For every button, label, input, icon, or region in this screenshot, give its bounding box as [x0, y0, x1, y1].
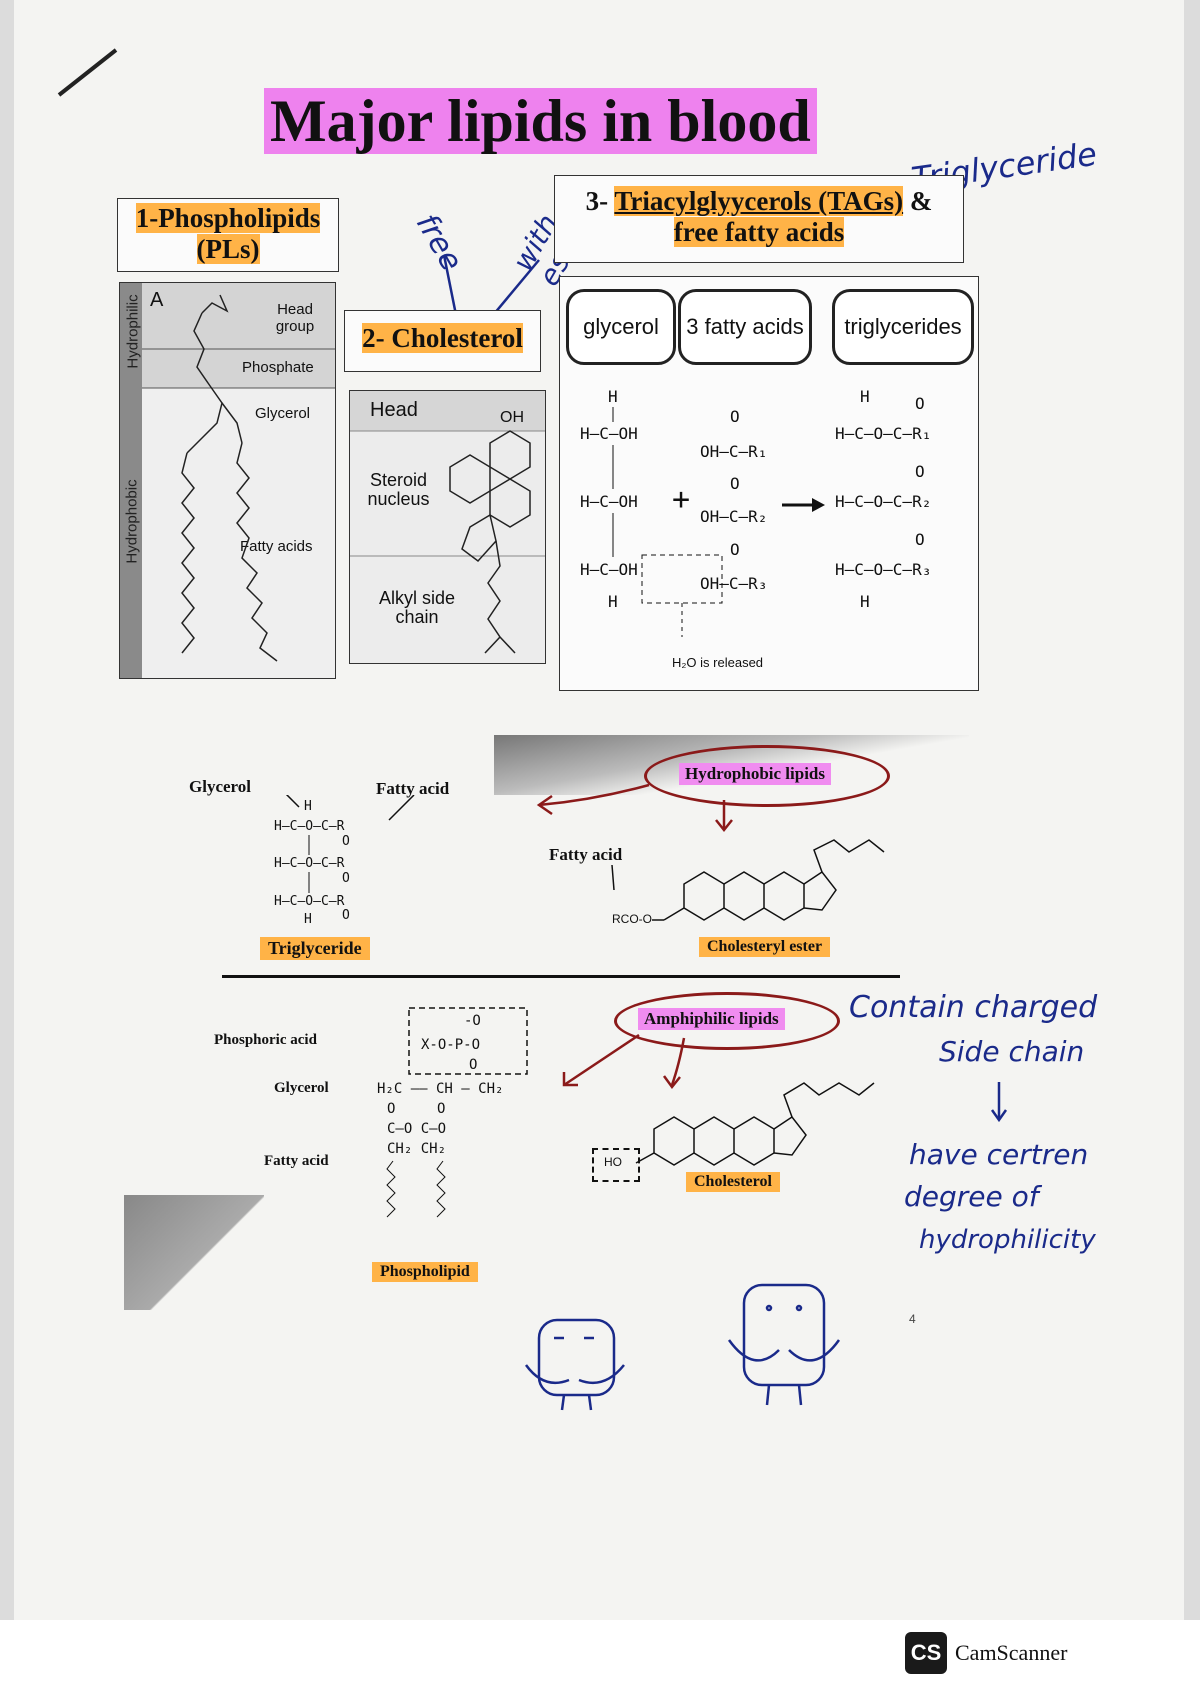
svg-text:X-O-P-O: X-O-P-O	[421, 1037, 480, 1053]
svg-text:O: O	[730, 474, 740, 493]
head-group-label: Head group	[275, 301, 315, 335]
phosphoric-acid-label: Phosphoric acid	[214, 1032, 317, 1048]
svg-text:O: O	[437, 1101, 445, 1117]
footer: CS CamScanner	[0, 1620, 1200, 1698]
svg-text:H–C–O–C–R₃: H–C–O–C–R₃	[835, 560, 931, 579]
ho-box	[592, 1148, 640, 1182]
svg-text:H–C–OH: H–C–OH	[580, 560, 638, 579]
svg-text:OH–C–R₂: OH–C–R₂	[700, 507, 767, 526]
svg-text:O: O	[387, 1101, 395, 1117]
svg-text:H: H	[304, 912, 312, 927]
svg-text:C–O C–O: C–O C–O	[387, 1121, 446, 1137]
cholesterol-structure	[350, 430, 545, 654]
triglyceride-formation-figure: glycerol 3 fatty acids triglycerides H H…	[559, 276, 979, 691]
cholesteryl-ester-caption: Cholesteryl ester	[699, 937, 831, 957]
hydrophobic-circle	[644, 745, 890, 807]
svg-text:H: H	[304, 799, 312, 814]
hydrophilic-label: Hydrophilic	[124, 294, 142, 369]
svg-text:O: O	[342, 871, 350, 886]
page-number: 4	[909, 1312, 916, 1326]
svg-text:OH–C–R₃: OH–C–R₃	[700, 574, 767, 593]
oh-label: OH	[500, 409, 524, 426]
svg-text:O: O	[915, 530, 925, 549]
svg-text:-O: -O	[464, 1013, 481, 1029]
cholesteryl-ester-structure	[611, 839, 885, 921]
camscanner-brand: CamScanner	[955, 1640, 1068, 1665]
pl-glycerol-label: Glycerol	[274, 1080, 329, 1096]
phosphate-label: Phosphate	[242, 359, 314, 376]
svg-text:H₂C —— CH – CH₂: H₂C —— CH – CH₂	[377, 1081, 503, 1097]
ho-label: HO	[604, 1155, 622, 1169]
pen-mark	[57, 48, 118, 97]
fatty-acids-pill: 3 fatty acids	[678, 289, 812, 365]
note-line-1: Contain charged	[849, 990, 1098, 1025]
note-arrow	[990, 1082, 1008, 1123]
svg-text:CH₂ CH₂: CH₂ CH₂	[387, 1141, 446, 1157]
svg-text:H–C–OH: H–C–OH	[580, 424, 638, 443]
tg-fatty-acid-label: Fatty acid	[376, 779, 450, 798]
svg-text:H: H	[860, 592, 870, 611]
triglycerides-pill: triglycerides	[832, 289, 974, 365]
tags-heading: 3- Triacylglyycerols (TAGs) & free fatty…	[554, 175, 964, 263]
svg-text:O: O	[469, 1057, 477, 1073]
svg-text:O: O	[915, 462, 925, 481]
svg-text:O: O	[730, 407, 740, 426]
hydrophobic-arrows	[536, 783, 733, 833]
svg-text:O: O	[730, 540, 740, 559]
panel-letter: A	[150, 289, 164, 311]
phospholipids-heading: 1-Phospholipids (PLs)	[117, 198, 339, 272]
cholesterol-structure-small	[635, 1082, 875, 1166]
glycerol-pill: glycerol	[566, 289, 676, 365]
svg-text:H: H	[860, 387, 870, 406]
svg-text:H: H	[608, 387, 618, 406]
amphiphilic-circle	[614, 992, 840, 1050]
reaction-equation: H H–C–OH H–C–OH H–C–OH H + OOH–C–R₁ OOH–…	[580, 387, 931, 637]
rco-label: RCO-O	[612, 912, 652, 926]
triglyceride-structure: H H–C–O–C–R H–C–O–C–R H–C–O–C–R H O O O	[274, 795, 415, 927]
note-line-2: Side chain	[939, 1035, 1085, 1068]
pl-fatty-acid-label: Fatty acid	[264, 1153, 329, 1169]
scanned-page: Major lipids in blood = Triglyceride fre…	[14, 0, 1184, 1620]
svg-text:+: +	[672, 482, 690, 517]
phospholipid-structure	[142, 294, 335, 662]
svg-text:O: O	[915, 394, 925, 413]
hydrophobic-label: Hydrophobic	[123, 479, 141, 564]
hydrophobic-lipids-label: Hydrophobic lipids	[679, 763, 831, 785]
fatty-acids-label: Fatty acids	[240, 538, 313, 555]
cholesterol-caption: Cholesterol	[686, 1172, 780, 1192]
note-line-4: degree of	[904, 1180, 1039, 1213]
divider	[222, 975, 900, 978]
svg-text:H–C–O–C–R₁: H–C–O–C–R₁	[835, 424, 931, 443]
amphiphilic-lipids-label: Amphiphilic lipids	[638, 1008, 785, 1030]
svg-text:H–C–O–C–R₂: H–C–O–C–R₂	[835, 492, 931, 511]
svg-text:H–C–O–C–R: H–C–O–C–R	[274, 819, 345, 834]
note-line-5: hydrophilicity	[919, 1225, 1096, 1255]
camscanner-logo: CS	[905, 1632, 947, 1674]
svg-text:O: O	[342, 908, 350, 923]
svg-text:H–C–O–C–R: H–C–O–C–R	[274, 856, 345, 871]
svg-text:H: H	[608, 592, 618, 611]
doodle-characters	[524, 1283, 841, 1411]
phospholipid-caption: Phospholipid	[372, 1262, 478, 1282]
amphiphilic-arrows	[562, 1033, 686, 1090]
triglyceride-caption: Triglyceride	[260, 937, 370, 960]
svg-text:H–C–OH: H–C–OH	[580, 492, 638, 511]
glycerol-label: Glycerol	[255, 405, 311, 422]
note-line-3: have certren	[909, 1138, 1089, 1171]
steroid-nucleus-label: Steroid nucleus	[367, 470, 430, 509]
scan-corner-shadow	[124, 1195, 264, 1310]
svg-text:H–C–O–C–R: H–C–O–C–R	[274, 894, 345, 909]
cholesterol-figure: Head OH Steroid nucleus Alkyl side chain	[349, 390, 546, 664]
alkyl-side-chain-label: Alkyl side chain	[378, 588, 456, 627]
head-label: Head	[370, 399, 418, 421]
phospholipid-figure: Hydrophilic Hydrophobic A Head group Pho…	[119, 282, 336, 679]
svg-text:OH–C–R₁: OH–C–R₁	[700, 442, 767, 461]
tg-glycerol-label: Glycerol	[189, 777, 251, 796]
ester-fatty-acid-label: Fatty acid	[549, 845, 623, 864]
water-released-label: H₂O is released	[672, 655, 764, 670]
svg-text:O: O	[342, 834, 350, 849]
page-title: Major lipids in blood	[264, 88, 817, 154]
cholesterol-heading: 2- Cholesterol	[344, 310, 541, 372]
